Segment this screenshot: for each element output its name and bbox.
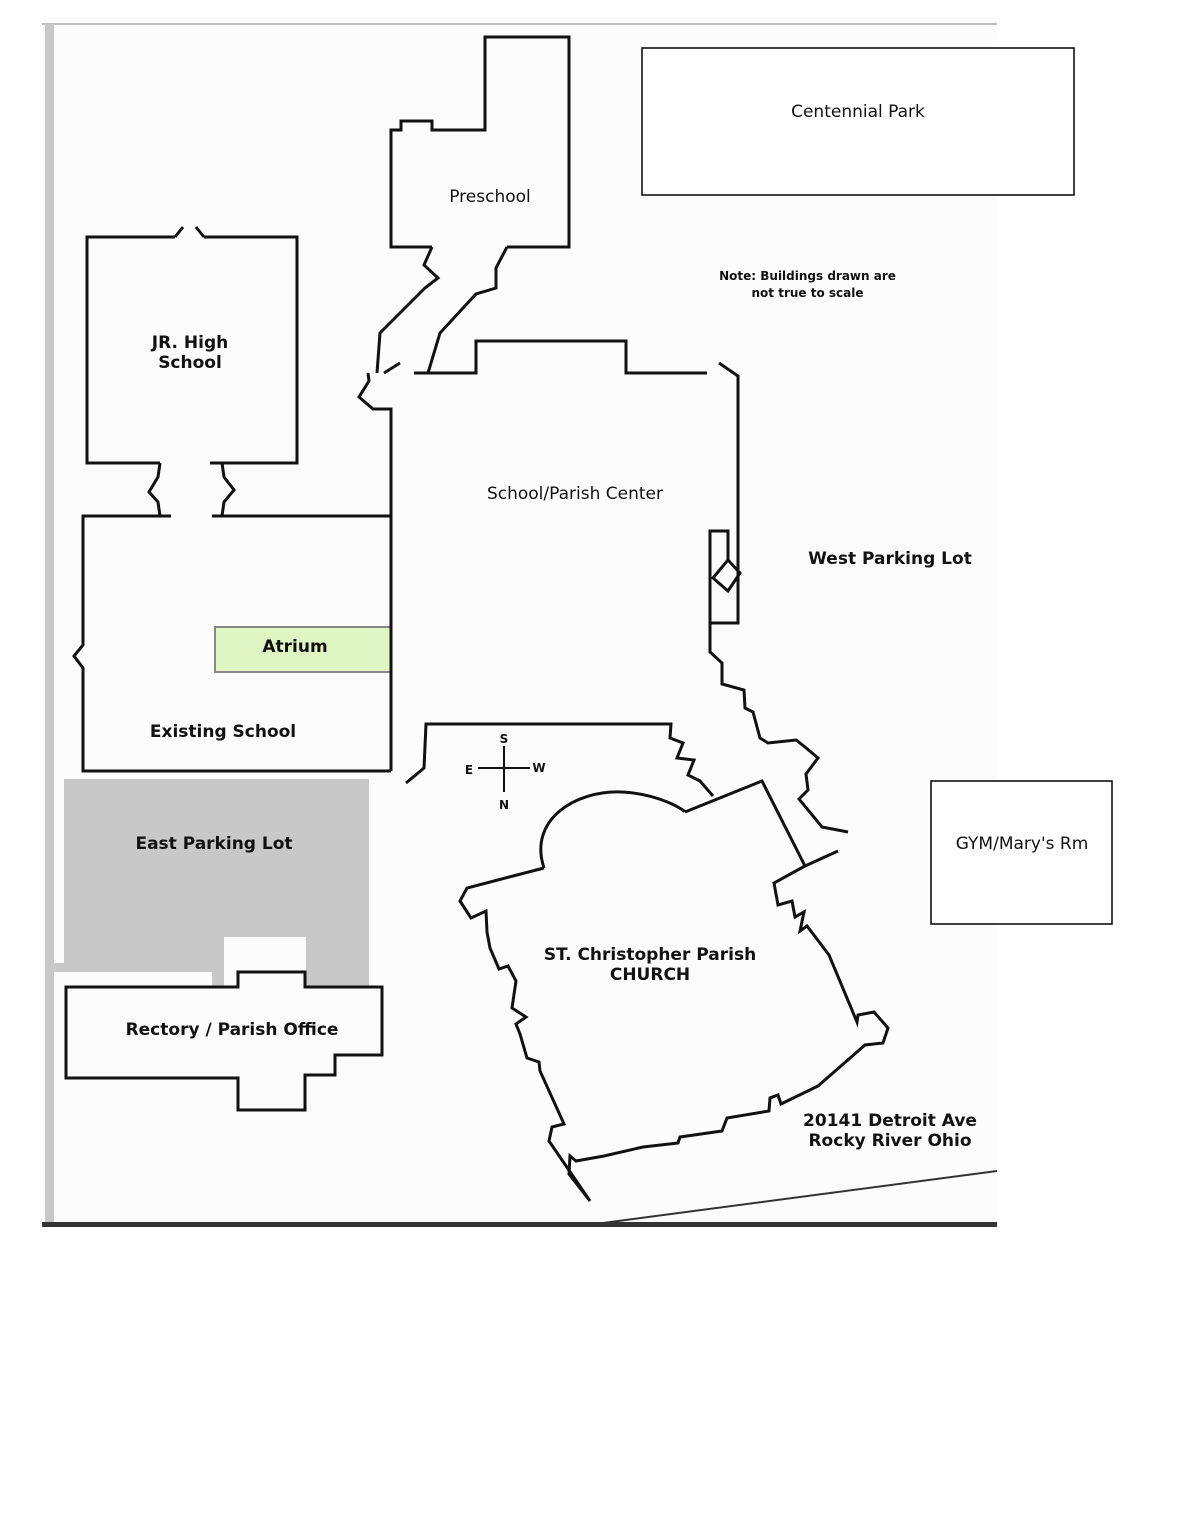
compass-west-label: W xyxy=(532,761,546,775)
street-line xyxy=(602,1170,998,1224)
centennial-park-area xyxy=(641,47,1075,196)
preschool-connector-left xyxy=(375,246,441,374)
preschool-connector-right xyxy=(426,246,509,374)
compass-east-label: E xyxy=(464,763,474,777)
east-parking-lot xyxy=(54,779,369,986)
parish-center-southeast-wall xyxy=(708,623,849,834)
bottom-road xyxy=(42,1222,997,1227)
existing-school-label: Existing School xyxy=(149,722,297,742)
compass-rose xyxy=(478,746,530,792)
preschool-building xyxy=(389,35,571,249)
scale-note-line1: Note: Buildings drawn are xyxy=(719,269,896,283)
map-background xyxy=(42,22,997,1226)
school-parish-center-label: School/Parish Center xyxy=(486,484,664,504)
east-parking-lot-label: East Parking Lot xyxy=(135,834,293,854)
jr-high-label-line2: School xyxy=(158,353,222,373)
gym-label: GYM/Mary's Rm xyxy=(955,834,1089,854)
address-line1: 20141 Detroit Ave xyxy=(803,1111,977,1131)
parish-center-east-wall xyxy=(708,361,742,625)
church-connector-west xyxy=(405,722,715,797)
parking-driveway xyxy=(54,963,212,971)
jr-high-building xyxy=(85,226,299,465)
existing-school-building xyxy=(72,514,391,773)
preschool-label: Preschool xyxy=(449,187,531,207)
church-label-line2: CHURCH xyxy=(609,965,691,985)
rectory-building xyxy=(64,970,384,1112)
gym-building xyxy=(930,780,1113,925)
atrium-room xyxy=(214,626,392,673)
jr-high-connector-right xyxy=(220,462,236,517)
church-connector-east xyxy=(804,849,839,868)
church-label-line1: ST. Christopher Parish xyxy=(543,945,757,965)
jr-high-connector-left xyxy=(147,462,162,517)
left-road xyxy=(45,24,54,1226)
jr-high-label-line1: JR. High xyxy=(151,333,229,353)
compass-north-label: N xyxy=(498,798,510,812)
rectory-label: Rectory / Parish Office xyxy=(125,1020,339,1040)
scale-note-line2: not true to scale xyxy=(751,286,864,300)
church-apse xyxy=(539,790,687,869)
compass-south-label: S xyxy=(499,732,509,746)
parish-center-north-wall xyxy=(383,339,707,375)
west-parking-lot-label: West Parking Lot xyxy=(808,549,972,569)
centennial-park-label: Centennial Park xyxy=(791,102,925,122)
church-building xyxy=(458,779,890,1202)
parish-center-west-wall xyxy=(357,372,393,771)
atrium-label: Atrium xyxy=(262,637,328,657)
address-line2: Rocky River Ohio xyxy=(808,1131,972,1151)
